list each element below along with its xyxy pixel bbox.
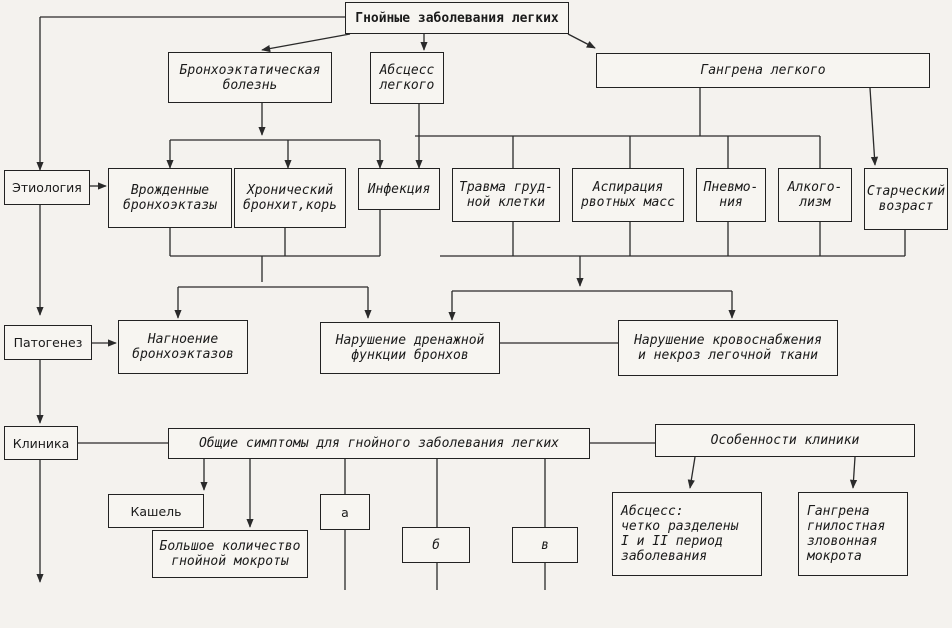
- box-alcoholism: Алкого- лизм: [778, 168, 852, 222]
- box-a: а: [320, 494, 370, 530]
- box-pneumonia: Пневмо- ния: [696, 168, 766, 222]
- stage-etiology: Этиология: [4, 170, 90, 205]
- box-chronic-bronchitis: Хронический бронхит,корь: [234, 168, 346, 228]
- box-b: б: [402, 527, 470, 563]
- box-bronchiectasis-disease: Бронхоэктатическая болезнь: [168, 52, 332, 103]
- box-lung-gangrene: Гангрена легкого: [596, 53, 930, 88]
- box-gangrene-features: Гангрена гнилостная зловонная мокрота: [798, 492, 908, 576]
- box-aspiration: Аспирация рвотных масс: [572, 168, 684, 222]
- box-cough: Кашель: [108, 494, 204, 528]
- stage-pathogenesis: Патогенез: [4, 325, 92, 360]
- box-abscess-features: Абсцесс: четко разделены I и II период з…: [612, 492, 762, 576]
- box-clinic-features: Особенности клиники: [655, 424, 915, 457]
- box-purulent-sputum: Большое количество гнойной мокроты: [152, 530, 308, 578]
- box-lung-abscess: Абсцесс легкого: [370, 52, 444, 104]
- box-old-age: Старческий возраст: [864, 168, 948, 230]
- box-infection: Инфекция: [358, 168, 440, 210]
- box-blood-supply-disorder: Нарушение кровоснабжения и некроз легочн…: [618, 320, 838, 376]
- box-congenital-bronchiectasis: Врожденные бронхоэктазы: [108, 168, 232, 228]
- diagram-title: Гнойные заболевания легких: [345, 2, 569, 34]
- box-v: в: [512, 527, 578, 563]
- box-common-symptoms: Общие симптомы для гнойного заболевания …: [168, 428, 590, 459]
- box-chest-trauma: Травма груд- ной клетки: [452, 168, 560, 222]
- stage-clinic: Клиника: [4, 426, 78, 460]
- box-drainage-disorder: Нарушение дренажной функции бронхов: [320, 322, 500, 374]
- box-suppuration: Нагноение бронхоэктазов: [118, 320, 248, 374]
